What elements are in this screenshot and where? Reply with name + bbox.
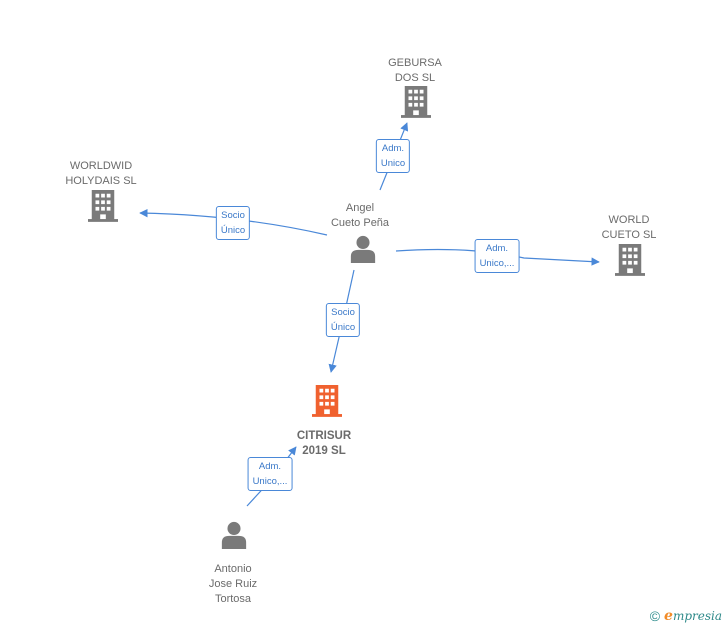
building-icon-worldwid[interactable] [88,187,118,228]
footer-brand: © empresia [650,608,722,624]
person-icon-angel[interactable] [349,235,377,268]
building-icon-citrisur[interactable] [312,382,342,423]
building-icon-world[interactable] [615,241,645,282]
empresia-logo: empresia [664,608,722,624]
edge-label-angel-to-gebursa[interactable]: Adm. Unico [375,139,411,173]
edge-label-angel-to-world[interactable]: Adm. Unico,... [474,239,520,273]
copyright-icon: © [649,608,661,624]
node-label-gebursa[interactable]: GEBURSA DOS SL [388,57,442,84]
node-label-worldwid[interactable]: WORLDWID HOLYDAIS SL [65,160,137,187]
person-icon-antonio[interactable] [220,521,248,554]
building-icon-gebursa[interactable] [401,83,431,124]
node-label-citrisur[interactable]: CITRISUR 2019 SL [296,430,352,457]
edge-label-angel-to-citrisur[interactable]: Socio Único [325,303,361,337]
node-label-angel[interactable]: Angel Cueto Peña [330,202,390,229]
edge-label-angel-to-worldwid[interactable]: Socio Único [215,206,251,240]
node-label-antonio[interactable]: Antonio Jose Ruiz Tortosa [208,563,258,605]
node-label-world[interactable]: WORLD CUETO SL [601,214,657,241]
edge-label-antonio-to-citrisur[interactable]: Adm. Unico,... [247,457,293,491]
